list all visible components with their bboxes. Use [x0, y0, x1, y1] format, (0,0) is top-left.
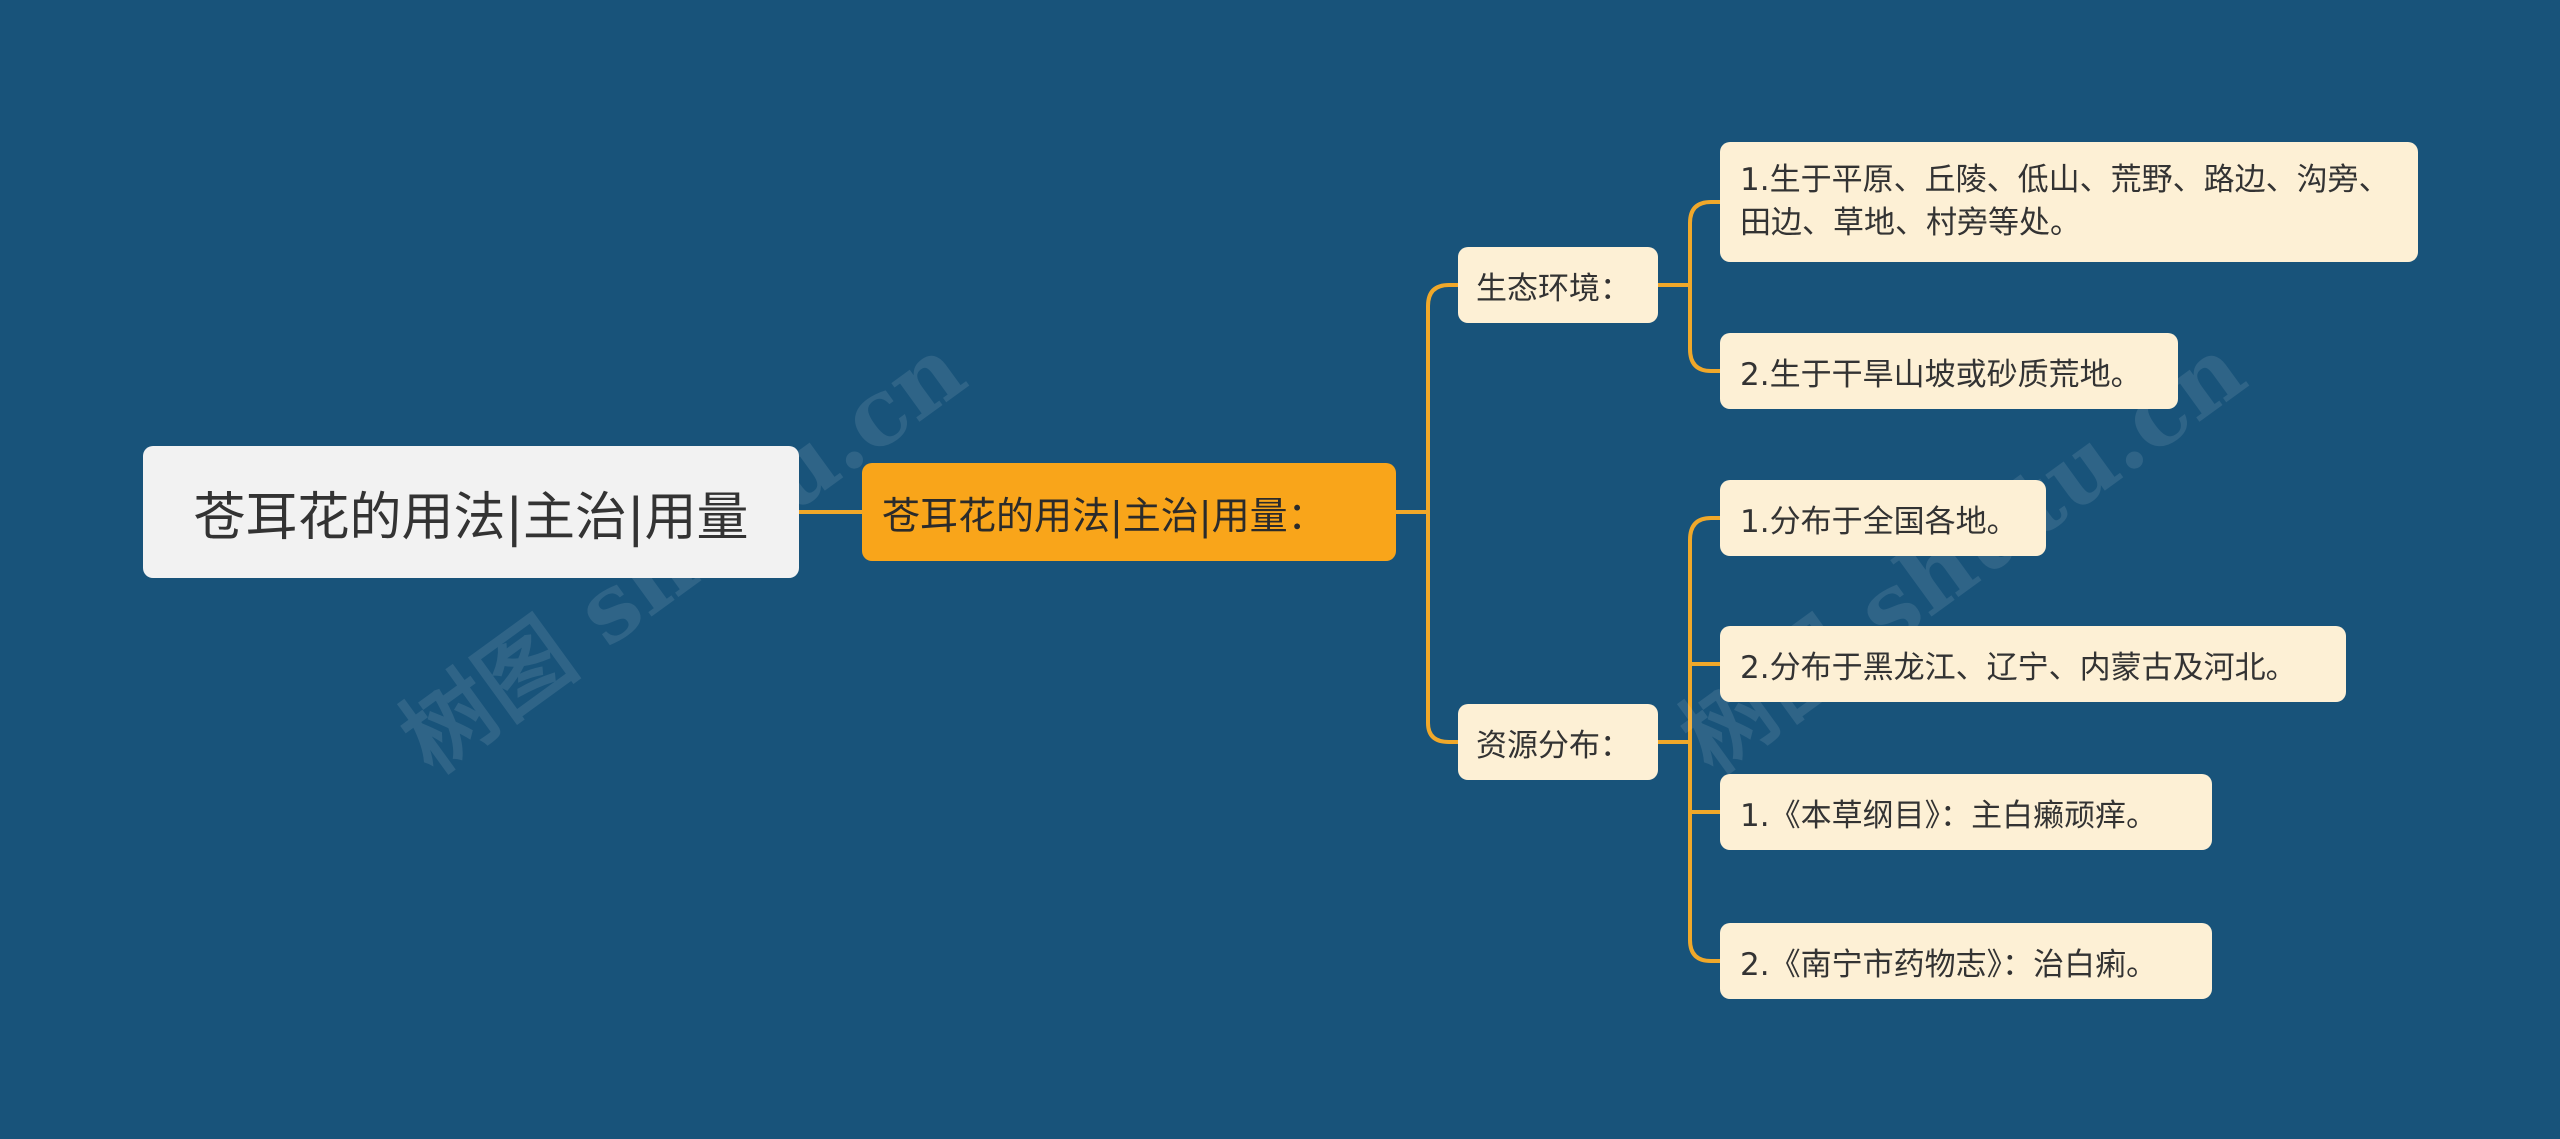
leaf-distribution-2-text: 2.分布于黑龙江、辽宁、内蒙古及河北。 [1740, 649, 2297, 686]
leaf-ecology-1[interactable]: 1.生于平原、丘陵、低山、荒野、路边、沟旁、田边、草地、村旁等处。 [1720, 142, 2418, 262]
leaf-ecology-2-text: 2.生于干旱山坡或砂质荒地。 [1740, 356, 2142, 393]
branch-distribution-label: 资源分布： [1476, 727, 1631, 764]
leaf-distribution-4-text: 2.《南宁市药物志》：治白痢。 [1740, 946, 2158, 983]
leaf-distribution-1-text: 1.分布于全国各地。 [1740, 503, 2018, 540]
root-topic-label: 苍耳花的用法|主治|用量 [193, 487, 749, 548]
leaf-ecology-1-text: 1.生于平原、丘陵、低山、荒野、路边、沟旁、田边、草地、村旁等处。 [1740, 162, 2390, 241]
leaf-distribution-1[interactable]: 1.分布于全国各地。 [1720, 480, 2046, 556]
connector-branch2-leaves [1656, 516, 1722, 963]
leaf-distribution-2[interactable]: 2.分布于黑龙江、辽宁、内蒙古及河北。 [1720, 626, 2346, 702]
main-topic-label: 苍耳花的用法|主治|用量： [882, 493, 1326, 538]
leaf-distribution-3-text: 1.《本草纲目》：主白癞顽痒。 [1740, 797, 2158, 834]
connector-main-branches [1394, 283, 1460, 744]
main-topic[interactable]: 苍耳花的用法|主治|用量： [862, 463, 1396, 561]
root-topic[interactable]: 苍耳花的用法|主治|用量 [143, 446, 799, 578]
leaf-distribution-4[interactable]: 2.《南宁市药物志》：治白痢。 [1720, 923, 2212, 999]
branch-distribution[interactable]: 资源分布： [1458, 704, 1658, 780]
branch-ecology[interactable]: 生态环境： [1458, 247, 1658, 323]
leaf-ecology-2[interactable]: 2.生于干旱山坡或砂质荒地。 [1720, 333, 2178, 409]
branch-ecology-label: 生态环境： [1476, 270, 1631, 307]
leaf-distribution-3[interactable]: 1.《本草纲目》：主白癞顽痒。 [1720, 774, 2212, 850]
connector-branch1-leaves [1656, 200, 1722, 373]
